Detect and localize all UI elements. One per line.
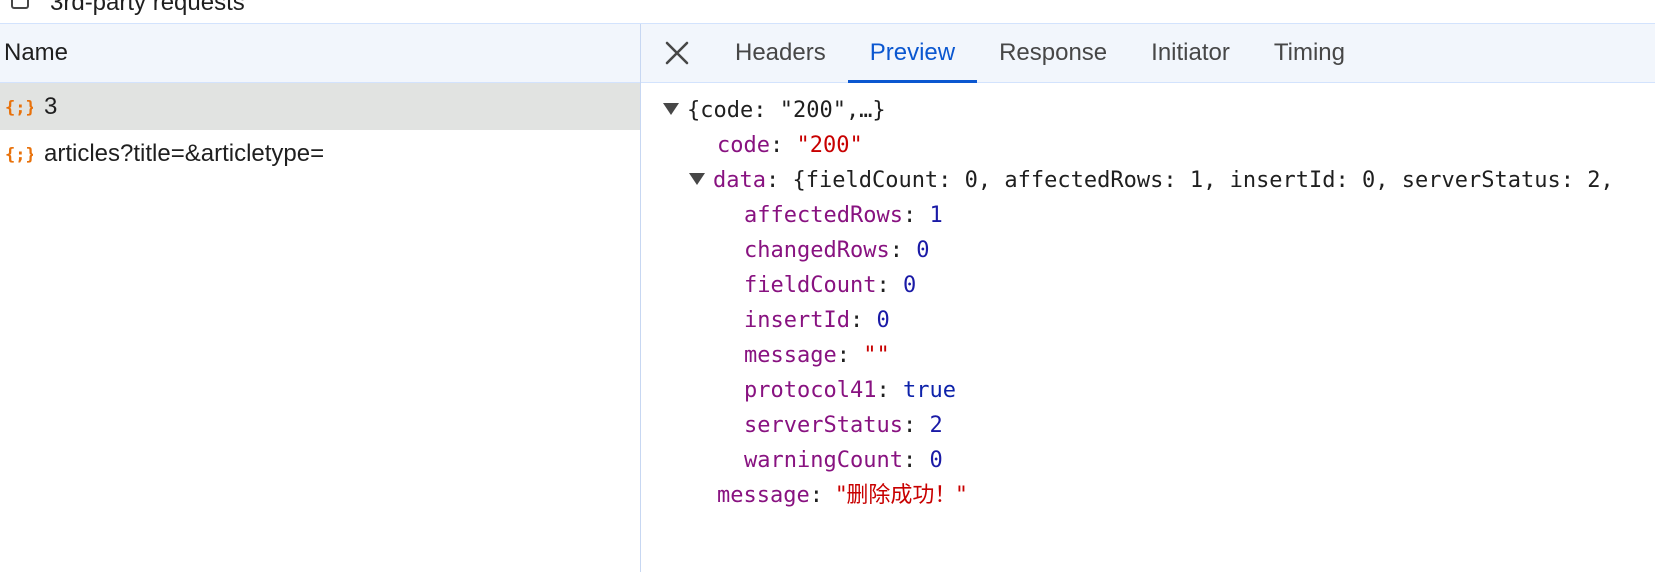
tab-preview[interactable]: Preview (847, 24, 978, 83)
json-property-changed-rows: changedRows: 0 (744, 238, 930, 263)
json-file-icon: {;} (4, 96, 34, 118)
json-property-protocol41: protocol41: true (744, 378, 956, 403)
svg-text:{;}: {;} (5, 98, 33, 118)
request-row-3[interactable]: {;} 3 (0, 83, 640, 130)
json-property-field-count: fieldCount: 0 (744, 273, 917, 298)
json-property-message: message: "" (744, 343, 890, 368)
json-property-code: code: "200" (717, 133, 863, 158)
close-icon[interactable] (641, 24, 713, 82)
request-name: 3 (44, 92, 58, 120)
request-row-articles[interactable]: {;} articles?title=&articletype= (0, 130, 640, 177)
request-detail-panel: Headers Preview Response Initiator Timin… (641, 24, 1655, 572)
json-property-server-status: serverStatus: 2 (744, 413, 943, 438)
json-property-root-message: message: "删除成功！" (717, 483, 967, 508)
json-node-data[interactable]: data: {fieldCount: 0, affectedRows: 1, i… (641, 163, 1655, 198)
detail-tabbar: Headers Preview Response Initiator Timin… (641, 24, 1655, 83)
filter-bar: 3rd-party requests (0, 0, 1655, 24)
expand-triangle-icon[interactable] (663, 103, 679, 115)
json-property-insert-id: insertId: 0 (744, 308, 890, 333)
json-root-node[interactable]: {code: "200",…} (641, 93, 1655, 128)
json-property-affected-rows: affectedRows: 1 (744, 203, 943, 228)
svg-text:{;}: {;} (5, 145, 33, 165)
json-preview: {code: "200",…} code: "200" data: {field… (641, 83, 1655, 572)
tab-response[interactable]: Response (999, 39, 1108, 66)
name-column-header[interactable]: Name (0, 24, 640, 83)
tab-headers[interactable]: Headers (735, 39, 826, 66)
expand-triangle-icon[interactable] (689, 173, 705, 185)
request-name: articles?title=&articletype= (44, 139, 325, 167)
json-property-warning-count: warningCount: 0 (744, 448, 943, 473)
json-root-summary: {code: "200",…} (687, 98, 886, 123)
request-list-panel: Name {;} 3 {;} articles?title=&articlety… (0, 24, 641, 572)
json-file-icon: {;} (4, 143, 34, 165)
third-party-checkbox[interactable] (11, 0, 29, 9)
third-party-label: 3rd-party requests (50, 0, 245, 16)
tab-initiator[interactable]: Initiator (1151, 39, 1230, 66)
tab-timing[interactable]: Timing (1273, 39, 1345, 66)
